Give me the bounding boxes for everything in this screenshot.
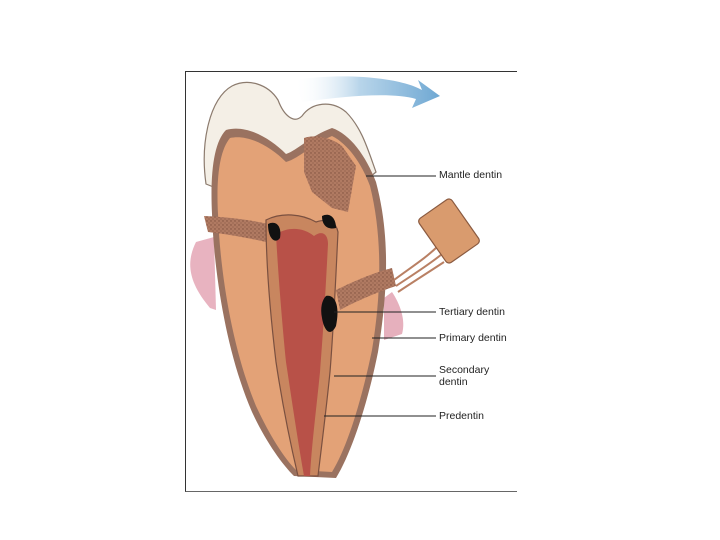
gum-tissue [190, 237, 216, 310]
tooth-dentin-diagram: Mantle dentin Tertiary dentin Primary de… [185, 71, 517, 492]
tooth-cross-section-svg [186, 72, 517, 492]
gum-tissue-right [384, 292, 403, 340]
stimulus-block [394, 197, 481, 292]
label-primary-dentin: Primary dentin [439, 332, 507, 344]
label-secondary-dentin: Secondary dentin [439, 364, 517, 388]
curved-arrow [294, 76, 440, 108]
label-tertiary-dentin: Tertiary dentin [439, 306, 505, 318]
label-predentin: Predentin [439, 410, 484, 422]
label-mantle-dentin: Mantle dentin [439, 169, 502, 181]
